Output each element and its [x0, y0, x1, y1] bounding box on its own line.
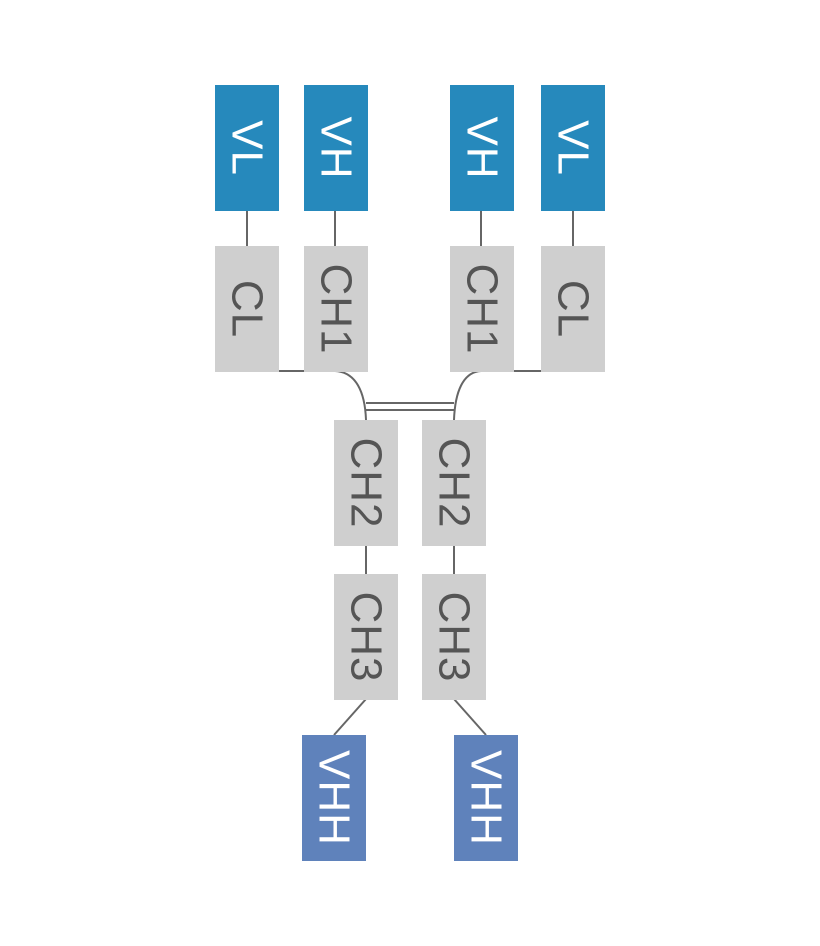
cl-domain-left	[215, 246, 279, 372]
vl-domain-left	[215, 85, 279, 211]
vhh-domain-left	[302, 735, 366, 861]
ch1-domain-right	[450, 246, 514, 372]
label-vhh-left: VHH	[310, 750, 359, 846]
domain-labels: VL VH VH VL CL CH1 CH1 CL CH2 CH2 CH3 CH…	[223, 116, 598, 846]
cl-domain-right	[541, 246, 605, 372]
connector-lines	[246, 211, 574, 736]
ch2-domain-left	[334, 420, 398, 546]
label-cl-right: CL	[549, 280, 598, 338]
vhh-domain-right	[454, 735, 518, 861]
label-vh-right: VH	[458, 116, 507, 179]
hinge-curve-right	[453, 370, 482, 421]
label-ch1-left: CH1	[312, 263, 361, 354]
vh-domain-right	[450, 85, 514, 211]
label-ch2-right: CH2	[430, 437, 479, 528]
connector-ch3-vhh-left	[333, 698, 367, 736]
label-vl-left: VL	[223, 120, 272, 176]
label-ch1-right: CH1	[458, 263, 507, 354]
label-ch2-left: CH2	[342, 437, 391, 528]
label-ch3-left: CH3	[342, 591, 391, 682]
connector-ch3-vhh-right	[453, 698, 487, 736]
hinge-curve-left	[334, 370, 367, 421]
ch3-domain-left	[334, 574, 398, 700]
vl-domain-right	[541, 85, 605, 211]
domain-boxes	[215, 85, 605, 861]
ch2-domain-right	[422, 420, 486, 546]
ch1-domain-left	[304, 246, 368, 372]
label-ch3-right: CH3	[430, 591, 479, 682]
label-vh-left: VH	[312, 116, 361, 179]
label-cl-left: CL	[223, 280, 272, 338]
vh-domain-left	[304, 85, 368, 211]
label-vl-right: VL	[549, 120, 598, 176]
ch3-domain-right	[422, 574, 486, 700]
label-vhh-right: VHH	[462, 750, 511, 846]
